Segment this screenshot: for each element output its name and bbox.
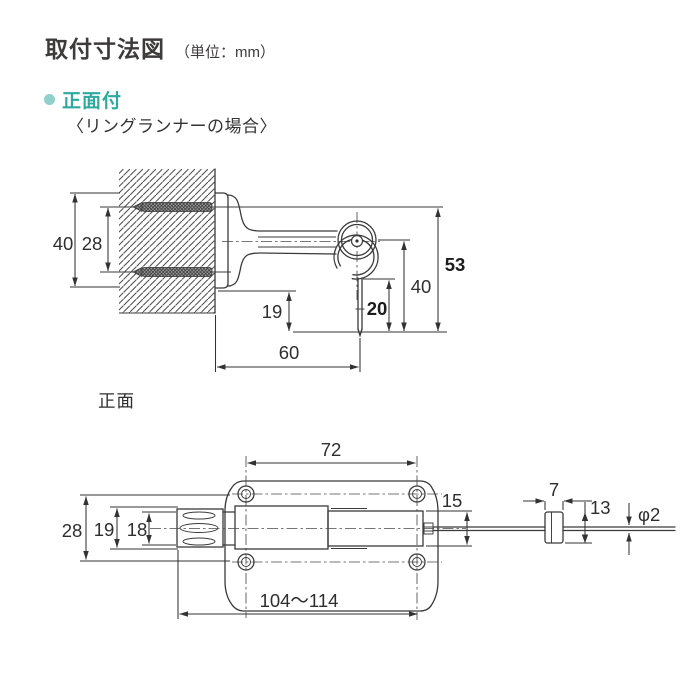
screw-icon — [132, 201, 213, 213]
svg-text:7: 7 — [549, 479, 559, 500]
wire-crimp — [423, 522, 434, 535]
section-label: 正面付 — [62, 91, 123, 112]
svg-text:φ2: φ2 — [638, 504, 660, 525]
dim-total-height: 53 — [435, 208, 466, 332]
dim-hole-span: 72 — [247, 439, 416, 466]
end-cap — [176, 508, 236, 548]
dim-screw-spacing: 28 — [82, 207, 111, 272]
bracket-outline — [214, 192, 338, 289]
tension-wire — [432, 526, 676, 532]
dim-block-width: 7 — [523, 479, 592, 510]
svg-text:19: 19 — [94, 519, 115, 540]
dim-rod-height: 15 — [426, 490, 472, 547]
screw-hole — [408, 485, 426, 503]
svg-text:53: 53 — [445, 254, 466, 275]
screw-hole — [408, 553, 426, 571]
ring-runner — [333, 220, 379, 280]
svg-text:60: 60 — [279, 342, 300, 363]
title-text: 取付寸法図 — [45, 36, 165, 62]
svg-text:13: 13 — [590, 497, 611, 518]
screw-hole — [237, 553, 255, 571]
svg-text:72: 72 — [321, 439, 342, 460]
dim-overall-height: 28 — [62, 494, 230, 562]
svg-text:28: 28 — [82, 233, 103, 254]
screw-hole — [237, 485, 255, 503]
svg-text:40: 40 — [53, 233, 74, 254]
svg-text:104～114: 104～114 — [260, 590, 339, 611]
svg-text:28: 28 — [62, 520, 83, 541]
dim-drop-below-bracket: 19 — [218, 290, 296, 332]
dim-cap-diameter: 18 — [127, 511, 176, 546]
screw-icon — [132, 266, 213, 278]
dim-projection: 60 — [214, 315, 361, 372]
dim-ring-drop: 40 — [378, 239, 432, 332]
wire-block — [544, 511, 564, 544]
bullet-icon — [44, 94, 55, 105]
svg-text:20: 20 — [367, 298, 388, 319]
page-title: 取付寸法図 （単位：mm） — [45, 30, 275, 64]
dim-length-range: 104～114 — [177, 550, 418, 619]
bracket-body — [234, 505, 424, 550]
front-view-diagram: 正面 — [62, 391, 676, 620]
dim-wire-diameter: φ2 — [626, 503, 660, 555]
front-view-label: 正面 — [98, 391, 135, 411]
svg-text:40: 40 — [411, 276, 432, 297]
svg-text:15: 15 — [442, 490, 463, 511]
wall-hatch — [119, 168, 216, 314]
dim-wall-height: 40 — [53, 192, 120, 288]
dim-hook-length: 20 — [363, 278, 395, 332]
subheading: 〈リングランナーの場合〉 — [67, 117, 277, 136]
dim-body-height: 19 — [94, 506, 178, 550]
dim-block-height: 13 — [565, 497, 611, 544]
svg-text:19: 19 — [262, 301, 283, 322]
unit-text: （単位：mm） — [175, 44, 275, 61]
svg-text:18: 18 — [127, 519, 148, 540]
hook-pin — [355, 277, 365, 338]
section-heading: 正面付 — [44, 86, 122, 113]
side-view-diagram: 40 28 19 20 — [53, 168, 466, 372]
